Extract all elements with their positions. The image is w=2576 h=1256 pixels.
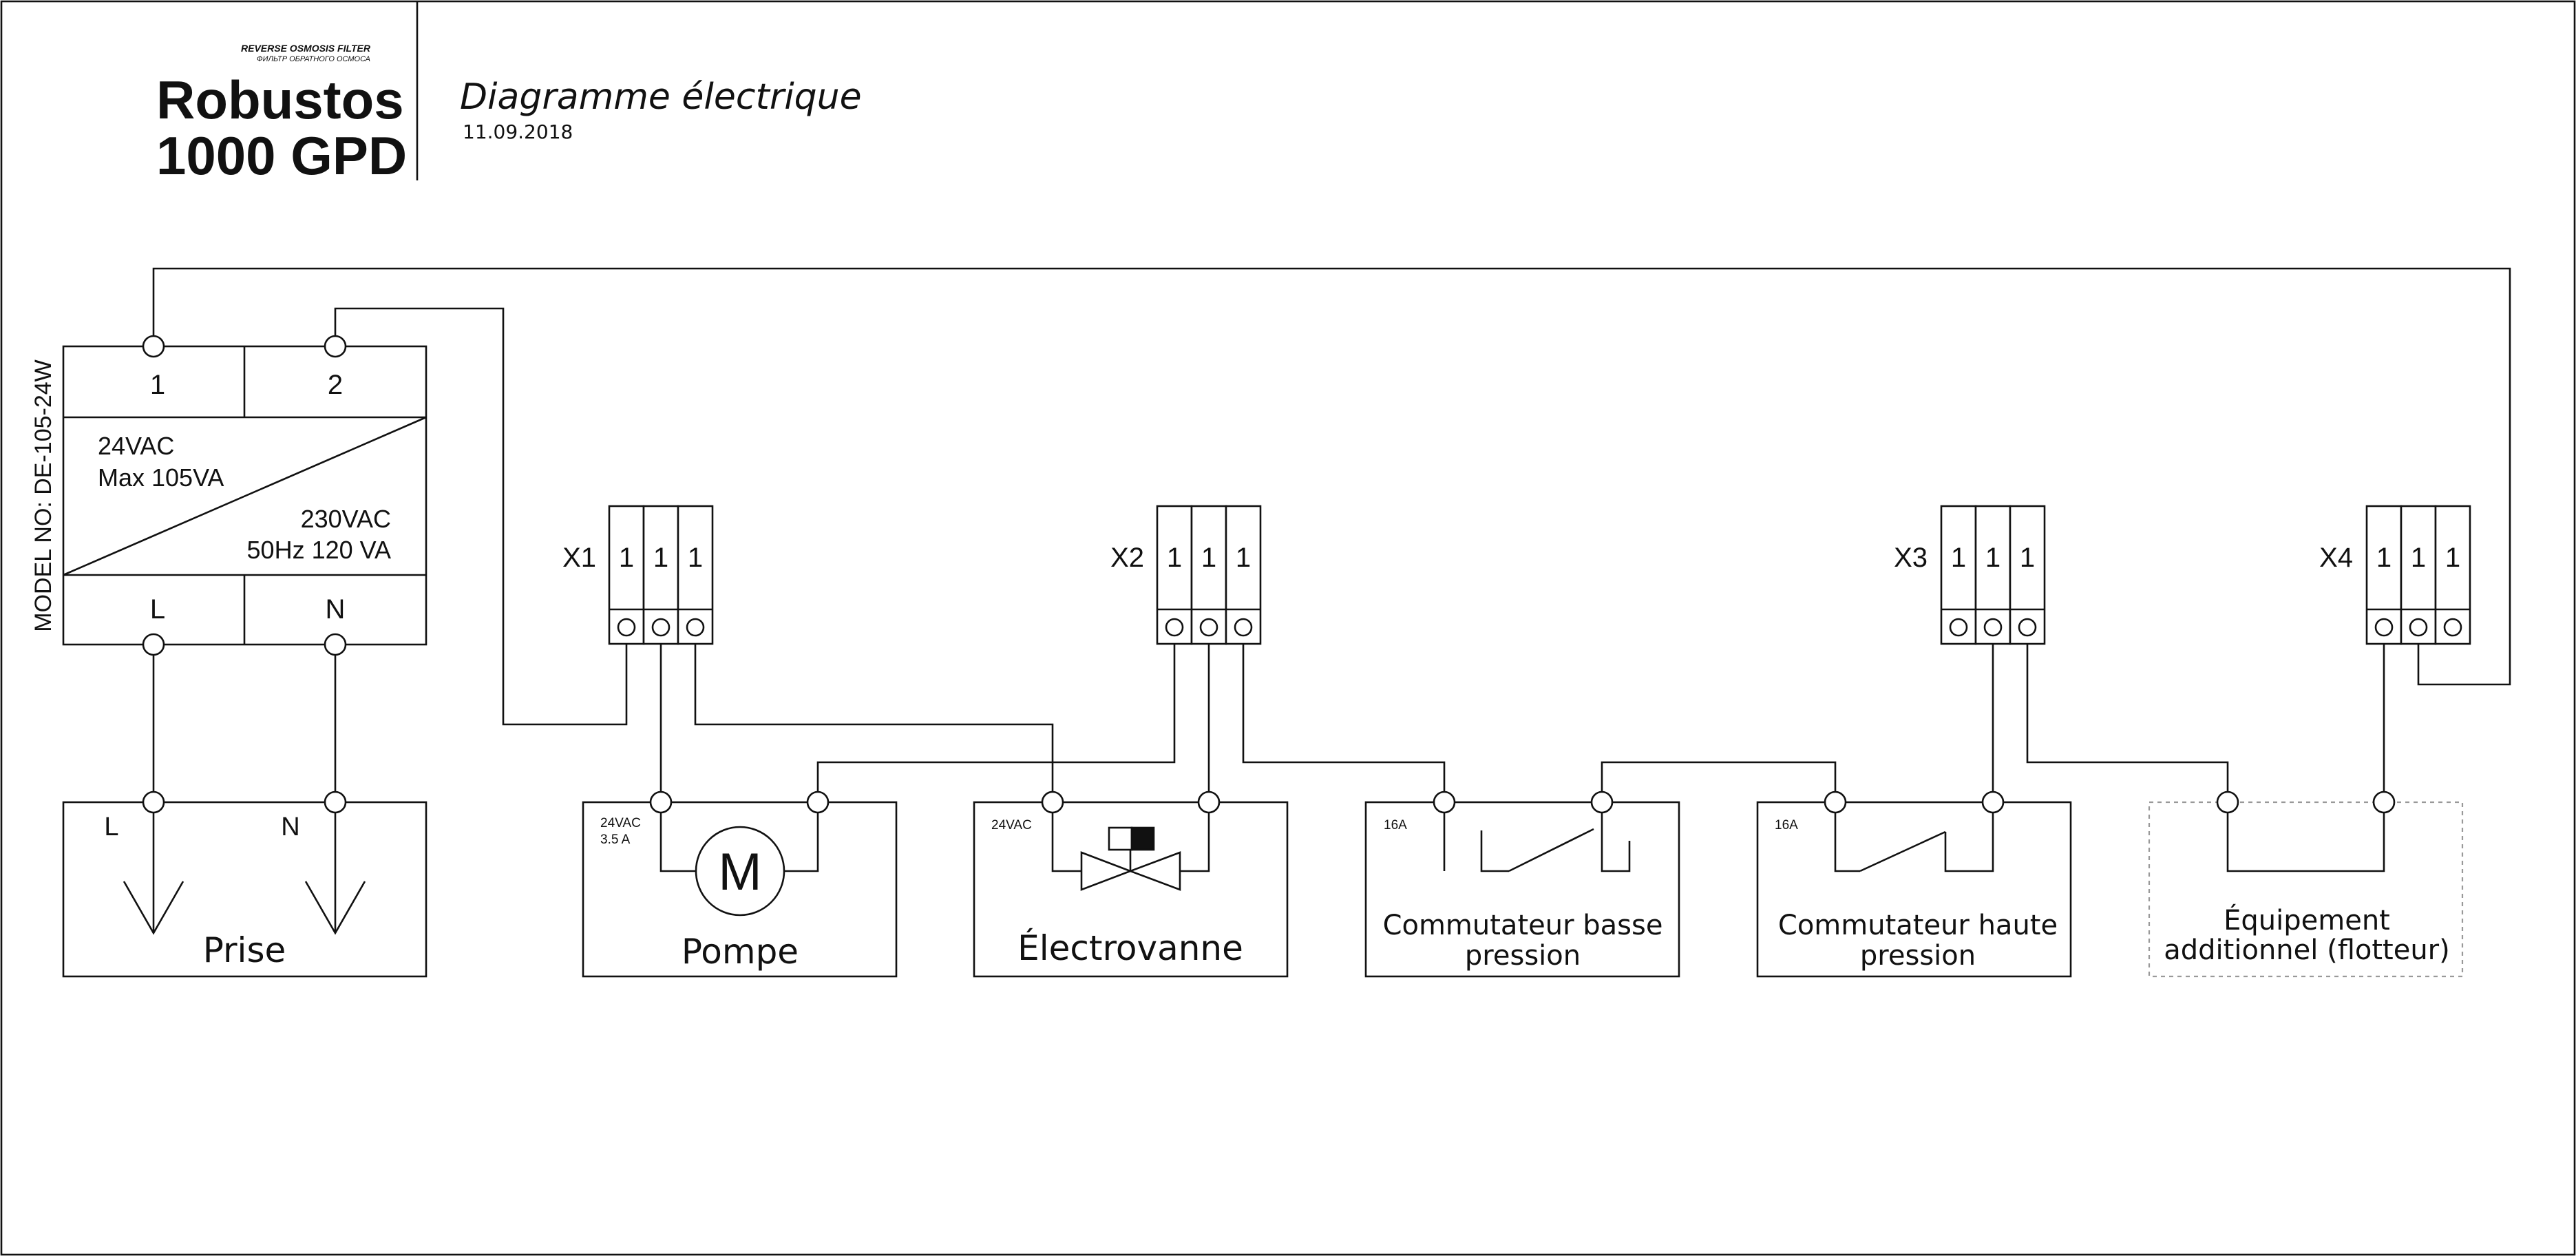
plug-pin-N-icon (304, 881, 366, 935)
connector-pin-label: 1 (2445, 543, 2460, 573)
outlet-term-N-label: N (281, 813, 299, 841)
connector-label: X4 (2319, 543, 2353, 573)
terminal (1041, 791, 1064, 814)
transformer: 1 2 24VAC Max 105VA 230VAC 50Hz 120 VA L… (30, 345, 427, 646)
extra-label-line2: additionnel (flotteur) (2164, 934, 2449, 966)
terminals (142, 335, 2396, 814)
terminal (142, 633, 165, 656)
pump: 24VAC 3.5 A M Pompe (582, 801, 898, 978)
terminal (2372, 791, 2396, 814)
wiring (152, 267, 2511, 802)
terminal (1590, 791, 1614, 814)
terminal (806, 791, 830, 814)
connector-x1: X1 1 1 1 (562, 505, 714, 645)
wire-x3-to-extra (2026, 644, 2229, 802)
connector-pin-label: 1 (1167, 543, 1182, 573)
terminal (324, 335, 347, 358)
wire-x1-to-valve (694, 644, 1054, 802)
outlet-term-L-label: L (104, 813, 118, 841)
valve-rating: 24VAC (991, 818, 1032, 833)
terminal (1433, 791, 1456, 814)
connector-pin-label: 1 (1985, 543, 2000, 573)
terminal (324, 791, 347, 814)
wire-x2-to-low-switch (1242, 644, 1446, 802)
connector-pin-label: 1 (1951, 543, 1966, 573)
pump-rating-voltage: 24VAC (600, 816, 641, 830)
transformer-model: MODEL NO: DE-105-24W (30, 359, 56, 632)
wire-low-to-high-switch (1601, 761, 1837, 802)
high-switch-label-line1: Commutateur haute (1778, 910, 2058, 941)
pump-label: Pompe (682, 932, 799, 972)
low-pressure-switch: 16A Commutateur basse pression (1364, 801, 1680, 978)
switch-contact-icon (1480, 810, 1631, 872)
outlet-label: Prise (203, 930, 286, 970)
switch-contact-icon (1834, 810, 1994, 872)
connector-pin-label: 1 (688, 543, 703, 573)
outlet: L N Prise (62, 801, 427, 978)
secondary-rating: Max 105VA (98, 463, 224, 492)
transformer-term-2-label: 2 (328, 370, 343, 400)
pump-rating-current: 3.5 A (600, 833, 631, 847)
extra-label-line1: Équipement (2224, 903, 2390, 936)
connector-pin-label: 1 (1236, 543, 1251, 573)
wire-pump-to-x2 (816, 644, 1176, 802)
secondary-voltage: 24VAC (98, 432, 174, 460)
plug-pin-L-icon (123, 881, 184, 935)
terminal (1824, 791, 1847, 814)
connector-x2: X2 1 1 1 (1110, 505, 1262, 645)
high-switch-label-line2: pression (1860, 940, 1976, 972)
connector-pin-label: 1 (2020, 543, 2035, 573)
solenoid-valve: 24VAC Électrovanne (973, 801, 1289, 978)
connector-pin-label: 1 (2411, 543, 2426, 573)
valve-label: Électrovanne (1017, 928, 1243, 968)
low-switch-label-line2: pression (1465, 940, 1581, 972)
transformer-term-1-label: 1 (150, 370, 165, 400)
connector-label: X3 (1894, 543, 1928, 573)
terminal (142, 335, 165, 358)
terminal (324, 633, 347, 656)
wire-term1-to-x4 (152, 267, 2511, 686)
connector-x4: X4 1 1 1 (2319, 505, 2471, 645)
connector-x3: X3 1 1 1 (1894, 505, 2046, 645)
connector-label: X2 (1110, 543, 1144, 573)
document-title: Diagramme électrique (460, 76, 862, 118)
terminal (142, 791, 165, 814)
brand-tagline-sub: ФИЛЬТР ОБРАТНОГО ОСМОСА (257, 55, 370, 63)
winding-divider (63, 416, 427, 576)
additional-equipment: Équipement additionnel (flotteur) (2148, 801, 2464, 978)
wire-term2-to-x1 (334, 307, 628, 726)
brand-tagline: REVERSE OSMOSIS FILTER (241, 43, 371, 54)
transformer-term-L-label: L (150, 594, 165, 625)
high-switch-rating: 16A (1775, 818, 1798, 833)
primary-rating: 50Hz 120 VA (247, 536, 391, 564)
header: REVERSE OSMOSIS FILTER ФИЛЬТР ОБРАТНОГО … (156, 1, 862, 186)
primary-voltage: 230VAC (301, 505, 391, 533)
high-pressure-switch: 16A Commutateur haute pression (1756, 801, 2072, 978)
connector-pin-label: 1 (2376, 543, 2392, 573)
terminal (649, 791, 673, 814)
document-date: 11.09.2018 (463, 121, 573, 143)
low-switch-label-line1: Commutateur basse (1383, 910, 1663, 941)
brand-name-line2: 1000 GPD (156, 125, 407, 186)
connector-pin-label: 1 (653, 543, 668, 573)
terminal (2216, 791, 2239, 814)
valve-icon (1080, 826, 1181, 891)
connector-pin-label: 1 (1201, 543, 1216, 573)
connector-label: X1 (562, 543, 596, 573)
terminal (1197, 791, 1221, 814)
terminal (1981, 791, 2005, 814)
motor-icon (695, 826, 785, 917)
low-switch-rating: 16A (1384, 818, 1407, 833)
connector-pin-label: 1 (619, 543, 634, 573)
motor-symbol: M (718, 843, 761, 901)
brand-name-line1: Robustos (156, 70, 404, 130)
transformer-term-N-label: N (326, 594, 346, 625)
